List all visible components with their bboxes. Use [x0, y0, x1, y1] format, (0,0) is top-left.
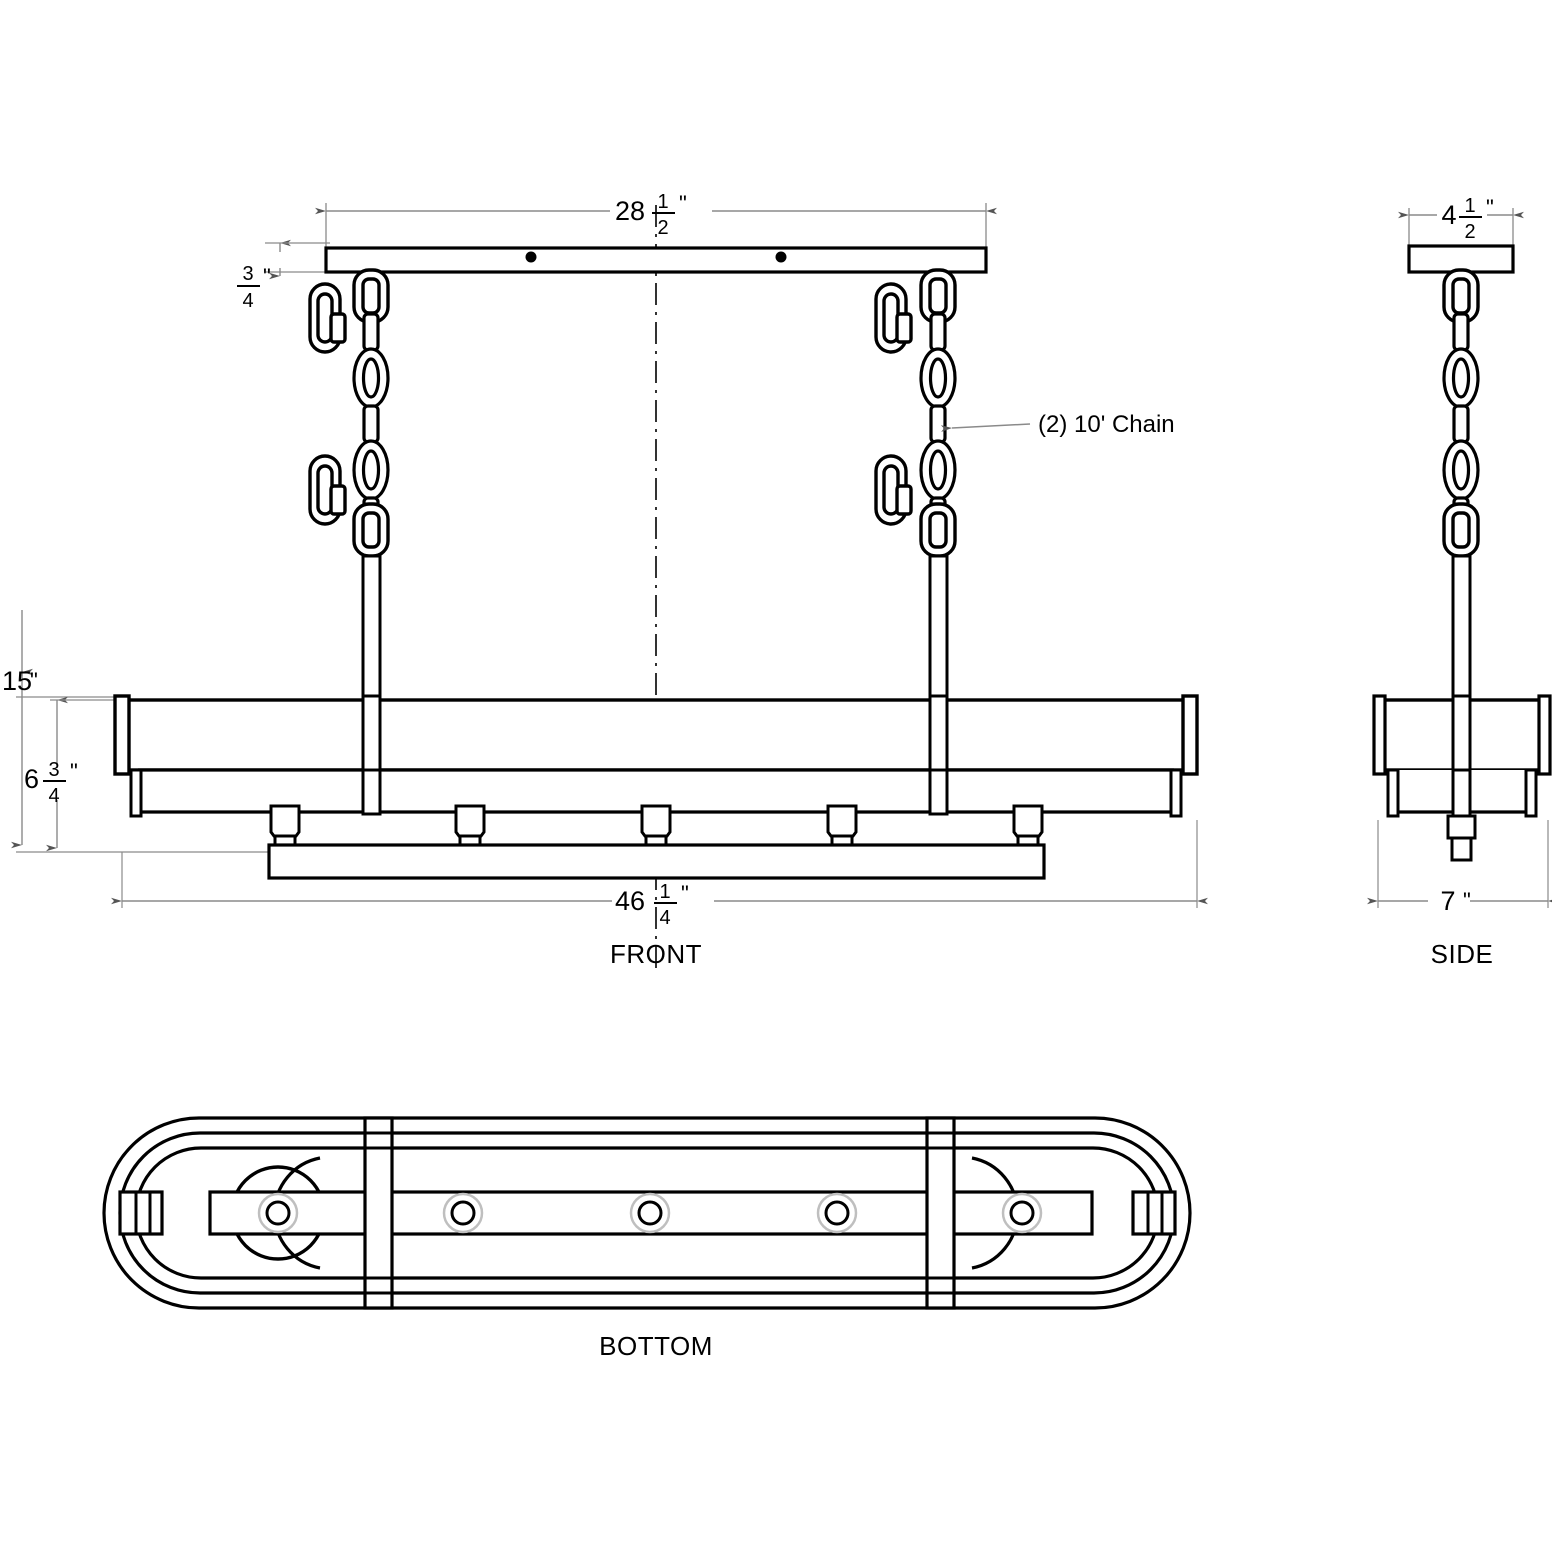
dim-overall-width-denominator: 4	[659, 907, 670, 929]
dim-canopy-thickness-numerator: 3	[242, 263, 253, 285]
body-stem-left	[361, 694, 382, 816]
dim-body-depth: 7 "	[1367, 820, 1552, 916]
dim-canopy-width-unit: "	[679, 191, 687, 216]
canopy-plate-side	[1407, 244, 1515, 274]
chain-assembly-right	[874, 268, 957, 698]
chain-assembly-left	[308, 268, 390, 698]
socket-2	[454, 804, 486, 847]
dim-canopy-depth-whole: 4	[1441, 200, 1456, 230]
dim-overall-width-numerator: 1	[659, 881, 670, 903]
dim-overall-height-unit: "	[30, 668, 38, 693]
dim-overall-width: 46 1 4 "	[111, 820, 1208, 929]
dim-canopy-thickness: 3 4 "	[237, 239, 330, 312]
bottom-view: BOTTOM	[102, 1116, 1192, 1361]
dim-canopy-width-whole: 28	[615, 196, 645, 226]
dim-body-height-denominator: 4	[48, 785, 59, 807]
bottom-socket-1	[257, 1192, 299, 1234]
dim-overall-height-value: 15	[2, 666, 32, 696]
bottom-view-label: BOTTOM	[599, 1331, 713, 1361]
dim-canopy-thickness-unit: "	[263, 264, 271, 289]
bottom-socket-4	[816, 1192, 858, 1234]
socket-3	[640, 804, 672, 847]
dim-canopy-width-numerator: 1	[657, 191, 668, 213]
socket-5	[1012, 804, 1044, 847]
dim-canopy-depth-numerator: 1	[1464, 195, 1475, 217]
dim-overall-width-unit: "	[681, 881, 689, 906]
dim-body-height-numerator: 3	[48, 759, 59, 781]
dim-canopy-depth: 4 1 2 "	[1398, 195, 1524, 246]
dim-canopy-thickness-denominator: 4	[242, 290, 253, 312]
chain-assembly-side	[1442, 268, 1480, 702]
dim-body-height-whole: 6	[24, 764, 39, 794]
canopy-hole-right	[775, 251, 787, 263]
side-view: 4 1 2 "	[1367, 195, 1552, 969]
bottom-socket-2	[442, 1192, 484, 1234]
bottom-strap-right	[925, 1116, 956, 1310]
bottom-center-bar	[208, 1190, 1094, 1236]
front-view-label: FRONT	[610, 939, 702, 969]
quick-link-lower-left	[308, 454, 347, 526]
body-stem-right	[928, 694, 949, 816]
dim-overall-width-whole: 46	[615, 886, 645, 916]
bottom-socket-row	[257, 1192, 1043, 1234]
dim-body-height: 6 3 4 "	[24, 696, 122, 852]
dim-canopy-width-denominator: 2	[657, 217, 668, 239]
dim-body-depth-unit: "	[1463, 888, 1471, 913]
bottom-strap-end-right	[1131, 1190, 1177, 1236]
dim-body-height-unit: "	[70, 759, 78, 784]
dim-body-depth-whole: 7	[1440, 886, 1455, 916]
dim-canopy-depth-unit: "	[1486, 195, 1494, 220]
bottom-socket-5	[1001, 1192, 1043, 1234]
fixture-body-front	[113, 694, 1199, 818]
canopy-plate	[324, 246, 988, 274]
bottom-bar-front	[267, 843, 1046, 880]
side-view-label: SIDE	[1431, 939, 1494, 969]
socket-4	[826, 804, 858, 847]
chain-callout-label: (2) 10' Chain	[1038, 411, 1175, 438]
dim-canopy-depth-denominator: 2	[1464, 221, 1475, 243]
chain-callout: (2) 10' Chain	[940, 411, 1175, 438]
quick-link-upper-left	[308, 282, 347, 354]
front-view: 28 1 2 " 3 4 "	[2, 191, 1208, 969]
dim-canopy-width: 28 1 2 "	[315, 191, 997, 248]
bottom-strap-end-left	[118, 1190, 164, 1236]
canopy-hole-left	[525, 251, 537, 263]
bottom-strap-left	[363, 1116, 394, 1310]
quick-link-lower-right	[874, 454, 913, 526]
dim-overall-height: 15 "	[2, 610, 276, 853]
quick-link-upper-right	[874, 282, 913, 354]
fixture-body-side	[1372, 694, 1552, 862]
socket-1	[269, 804, 301, 847]
bottom-socket-3	[629, 1192, 671, 1234]
